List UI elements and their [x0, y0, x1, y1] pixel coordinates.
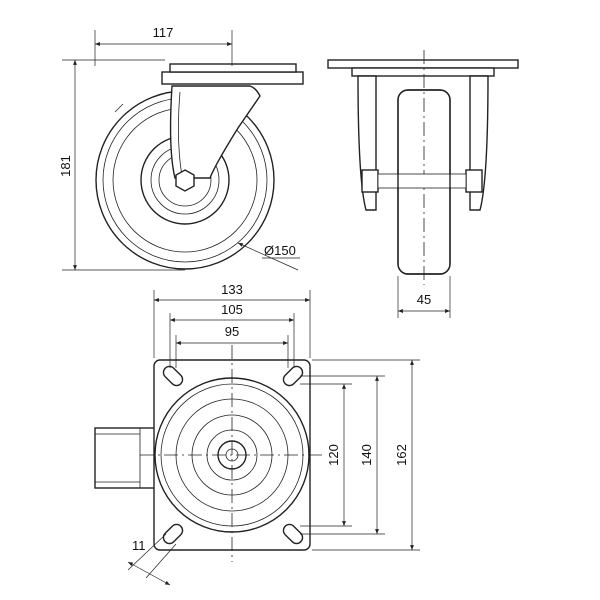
dim-inner-span-120: 120: [326, 444, 341, 466]
swivel-bearing-side: [169, 63, 297, 73]
mounting-plate-side: [161, 71, 304, 85]
fork-edge: [178, 91, 183, 177]
dim-hole-span-105: 105: [221, 302, 243, 317]
dim-slot-width-11: 11: [132, 538, 146, 553]
slot-top-left: [162, 365, 184, 387]
mounting-plate-front: [327, 59, 519, 69]
dim-inner-span-95: 95: [225, 324, 239, 339]
dim-width-117: 117: [153, 25, 174, 40]
axle-nut-right: [465, 169, 483, 193]
axle-nut: [175, 169, 195, 192]
top-view: 133 105 95 120 140 162 11: [94, 282, 420, 586]
side-view: 117 181 Ø150: [58, 25, 304, 271]
axle: [377, 173, 467, 189]
dim-wheel-width-45: 45: [417, 292, 431, 307]
axle-nut-left: [361, 169, 379, 193]
dim-height-181: 181: [58, 155, 73, 177]
slot-top-right: [282, 365, 304, 387]
dim-plate-width-133: 133: [221, 282, 243, 297]
slot-bottom-right: [282, 523, 304, 545]
wheel-projection: [94, 427, 156, 489]
slot-bottom-left: [162, 523, 184, 545]
swivel-fork: [169, 85, 261, 179]
dim-wheel-diameter: Ø150: [264, 243, 296, 258]
dim-plate-height-162: 162: [394, 444, 409, 466]
front-view: 45: [327, 50, 519, 318]
swivel-bearing-front: [351, 67, 495, 77]
dim-hole-span-140: 140: [359, 444, 374, 466]
mounting-slots: [162, 365, 304, 545]
